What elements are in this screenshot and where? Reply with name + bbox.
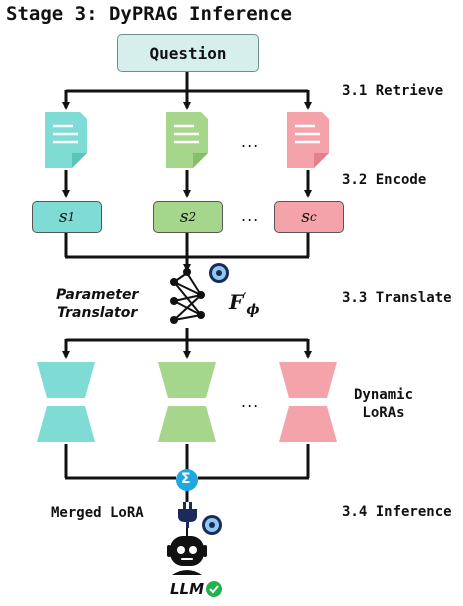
question-box: Question: [117, 34, 259, 72]
encoding-letter: s: [58, 207, 68, 227]
lora-adapter: [37, 362, 95, 442]
neural-network-icon: [173, 272, 202, 321]
translator-label-line1: Parameter: [56, 287, 139, 303]
encoding-letter: s: [301, 207, 310, 227]
plug-icon: [178, 502, 197, 528]
check-badge-icon: [206, 581, 222, 597]
robot-icon: [167, 528, 207, 575]
step-retrieve-label: 3.1 Retrieve: [342, 83, 444, 99]
step-translate-label: 3.3 Translate: [342, 290, 452, 306]
step-encode-label: 3.2 Encode: [342, 172, 427, 188]
encoding-subscript: 2: [188, 210, 197, 224]
document-icon: [166, 112, 208, 168]
ellipsis-documents: ...: [241, 132, 260, 151]
sigma-merge-icon: [176, 469, 198, 491]
sigma-symbol: Σ: [181, 471, 191, 487]
document-icon: [45, 112, 87, 168]
encoding-subscript: c: [310, 210, 317, 224]
question-label: Question: [149, 43, 227, 63]
translator-symbol: F′ϕ: [229, 290, 260, 318]
llm-label: LLM: [170, 580, 205, 598]
gear-icon: [202, 515, 222, 535]
translator-symbol-prime: ′: [243, 290, 247, 305]
ellipsis-loras: ...: [241, 392, 260, 411]
dynamic-loras-line1: Dynamic: [354, 387, 414, 403]
step-inference-label: 3.4 Inference: [342, 504, 452, 520]
translator-label-line2: Translator: [57, 305, 138, 321]
gear-icon: [209, 263, 229, 283]
encoding-letter: s: [179, 207, 189, 227]
encoding-subscript: 1: [67, 210, 76, 224]
merged-lora-label: Merged LoRA: [51, 505, 144, 521]
translator-symbol-letter: F: [229, 290, 244, 314]
ellipsis-encodings: ...: [241, 206, 260, 225]
translator-symbol-subscript: ϕ: [246, 302, 260, 318]
parameter-translator-label: Parameter Translator: [56, 286, 138, 322]
lora-adapter: [279, 362, 337, 442]
dynamic-loras-line2: LoRAs: [362, 405, 405, 421]
dynamic-loras-label: Dynamic LoRAs: [354, 386, 413, 422]
stage-title: Stage 3: DyPRAG Inference: [6, 3, 292, 25]
lora-adapter: [158, 362, 216, 442]
document-icon: [287, 112, 329, 168]
